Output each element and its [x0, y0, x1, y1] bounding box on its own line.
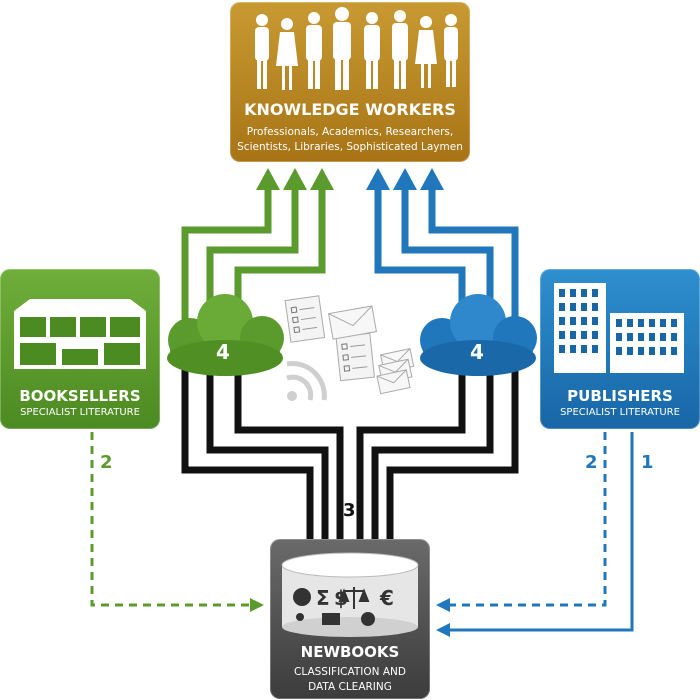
knowledge-workers-box: KNOWLEDGE WORKERS Professionals, Academi… [230, 2, 470, 162]
publishers-dashed-flow-label: 2 [585, 452, 598, 473]
globe-icon [361, 612, 375, 626]
newbooks-title: NEWBOOKS [300, 643, 400, 661]
publishers-title: PUBLISHERS [567, 387, 673, 405]
green-cloud-icon [167, 294, 284, 376]
knowledge-workers-subtitle-1: Professionals, Academics, Researchers, [246, 126, 454, 138]
office-buildings-icon [554, 283, 684, 373]
documents-icon [284, 295, 375, 382]
yin-yang-icon [293, 588, 311, 606]
booksellers-flow-label: 2 [100, 452, 113, 473]
rss-icon [286, 361, 327, 401]
black-flow-lines-right [356, 360, 519, 540]
envelope-icon [327, 305, 415, 395]
booksellers-box: BOOKSELLERS SPECIALIST LITERATURE [0, 269, 160, 429]
bookseller-dashed-flow [90, 432, 264, 612]
database-cylinder-icon: Σ $ € [281, 552, 419, 637]
blue-arrowheads [366, 168, 444, 190]
green-arrowheads [256, 168, 334, 190]
publishers-subtitle: SPECIALIST LITERATURE [560, 407, 680, 418]
booksellers-title: BOOKSELLERS [19, 387, 141, 405]
blue-cloud-icon [420, 294, 537, 376]
publisher-dashed-flow [436, 432, 607, 612]
person-icon [296, 613, 304, 621]
bookstore-building-icon [14, 299, 146, 369]
knowledge-workers-subtitle-2: Scientists, Libraries, Sophisticated Lay… [237, 141, 463, 153]
booksellers-subtitle: SPECIALIST LITERATURE [20, 407, 140, 418]
scales-icon [338, 587, 370, 609]
center-flow-label: 3 [343, 500, 356, 521]
publishers-solid-flow-label: 1 [641, 452, 654, 473]
publishers-box: PUBLISHERS SPECIALIST LITERATURE [540, 269, 700, 429]
publisher-solid-flow [436, 432, 634, 637]
film-clapper-icon [322, 613, 340, 625]
newbooks-box: Σ $ € NEWBOOKS CLASSIFICATION AND DATA C… [270, 539, 430, 699]
sigma-icon: Σ [316, 586, 330, 610]
people-silhouettes-icon [255, 7, 458, 90]
knowledge-workers-title: KNOWLEDGE WORKERS [244, 100, 456, 119]
euro-icon: € [379, 586, 394, 610]
black-flow-lines-left [181, 360, 344, 540]
newbooks-subtitle-2: DATA CLEARING [308, 681, 392, 693]
cloud-left-label: 4 [216, 340, 230, 364]
cloud-right-label: 4 [470, 340, 484, 364]
newbooks-subtitle-1: CLASSIFICATION AND [294, 666, 406, 678]
